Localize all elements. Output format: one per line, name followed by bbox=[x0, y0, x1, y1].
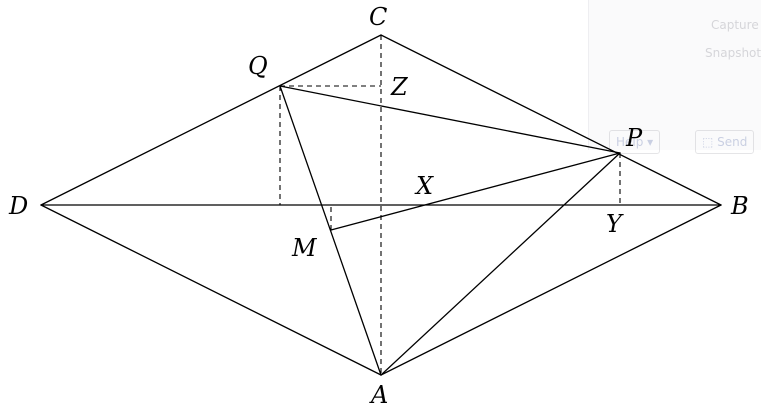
label-D: D bbox=[8, 192, 28, 220]
segment-QP bbox=[279, 85, 621, 154]
background-help-button[interactable]: Help ▾ bbox=[609, 130, 661, 154]
background-send-button[interactable]: ⬚ Send bbox=[695, 130, 755, 154]
segment-MP bbox=[330, 152, 621, 231]
label-C: C bbox=[369, 3, 387, 31]
background-panel: Capture Snapshot Help ▾ ⬚ Send bbox=[588, 0, 761, 154]
label-A: A bbox=[369, 381, 388, 409]
label-X: X bbox=[414, 172, 434, 200]
send-label: Send bbox=[717, 135, 748, 149]
label-B: B bbox=[730, 192, 749, 220]
background-text-capture: Capture bbox=[711, 18, 759, 32]
segment-QA bbox=[279, 85, 382, 376]
label-P: P bbox=[625, 124, 643, 152]
help-label: Help bbox=[616, 135, 644, 149]
label-Y: Y bbox=[606, 210, 624, 238]
label-Z: Z bbox=[390, 73, 409, 101]
segment-PA bbox=[380, 152, 621, 376]
edge-AD bbox=[40, 204, 382, 376]
background-text-snapshot: Snapshot bbox=[705, 46, 761, 60]
edge-BA bbox=[380, 204, 722, 376]
label-M: M bbox=[291, 234, 318, 262]
label-Q: Q bbox=[248, 52, 268, 80]
edge-DC bbox=[40, 34, 382, 206]
edge-CB bbox=[380, 34, 722, 206]
